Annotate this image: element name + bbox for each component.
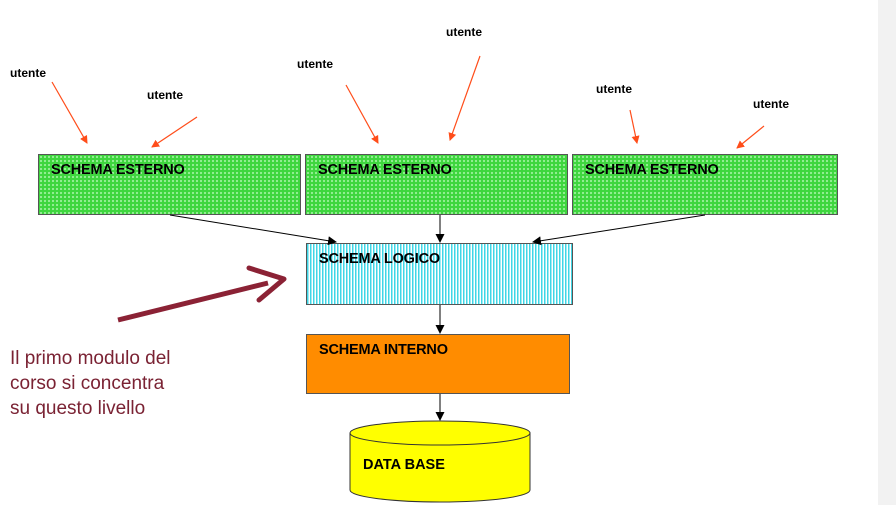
logical-schema-label: SCHEMA LOGICO <box>319 251 440 267</box>
course-note: Il primo modulo del corso si concentra s… <box>10 346 171 421</box>
external-schema-label-1: SCHEMA ESTERNO <box>51 162 185 178</box>
database-label: DATA BASE <box>363 457 445 473</box>
user-arrow-1 <box>51 81 88 144</box>
external-schema-label-2: SCHEMA ESTERNO <box>318 162 452 178</box>
external-schema-box-2: SCHEMA ESTERNO <box>305 154 568 215</box>
user-arrow-3 <box>345 84 379 144</box>
user-arrow-4 <box>448 55 481 141</box>
logical-schema-box: SCHEMA LOGICO <box>306 243 573 305</box>
user-arrow-6 <box>736 125 765 149</box>
user-label-5: utente <box>596 82 632 96</box>
note-arrow <box>117 265 287 323</box>
mapping-arrow-1 <box>169 214 337 246</box>
course-note-line-2: corso si concentra <box>10 373 165 394</box>
external-schema-box-3: SCHEMA ESTERNO <box>572 154 838 215</box>
user-label-2: utente <box>147 88 183 102</box>
user-label-3: utente <box>297 57 333 71</box>
slide-edge-strip <box>878 0 896 505</box>
database-cylinder: DATA BASE <box>349 420 531 503</box>
user-label-4: utente <box>446 25 482 39</box>
mapping-arrow-3 <box>532 214 706 246</box>
external-schema-box-1: SCHEMA ESTERNO <box>38 154 301 215</box>
internal-schema-label: SCHEMA INTERNO <box>319 342 448 358</box>
external-schema-label-3: SCHEMA ESTERNO <box>585 162 719 178</box>
course-note-line-3: su questo livello <box>10 398 146 419</box>
user-label-1: utente <box>10 66 46 80</box>
user-arrow-5 <box>629 109 640 144</box>
user-label-6: utente <box>753 97 789 111</box>
course-note-line-1: Il primo modulo del <box>10 348 171 369</box>
user-arrow-2 <box>151 116 198 148</box>
internal-schema-box: SCHEMA INTERNO <box>306 334 570 394</box>
